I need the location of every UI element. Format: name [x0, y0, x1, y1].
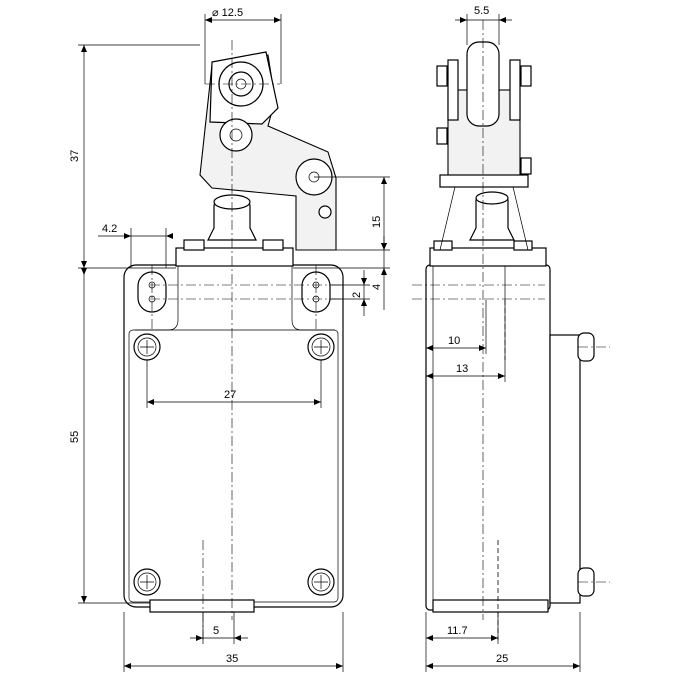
side-pin-top-left: [436, 65, 448, 87]
dim-overall-width-label: 35: [226, 653, 238, 665]
dim-body-height-lines: [78, 268, 150, 604]
side-pin-top-right: [520, 65, 532, 87]
lever-pivot-hole: [219, 118, 253, 152]
head-plate: [175, 247, 294, 267]
dim-depth-10-label: 10: [448, 335, 460, 347]
dim-overall-depth-lines: [426, 612, 581, 672]
side-lever-hub: [439, 174, 529, 188]
side-bracket-right: [509, 59, 521, 121]
side-housing: [425, 264, 551, 611]
dim-bottom-width-label: 5: [213, 625, 219, 637]
front-dimensions: ⌀ 12.5 37 55 4.2 15 4 2 27 5: [69, 7, 390, 672]
dim-overall-width-lines: [123, 612, 344, 672]
dim-roller-diameter-label: ⌀ 12.5: [212, 7, 243, 19]
side-pin-left: [436, 127, 448, 145]
side-head-screw-right: [513, 240, 533, 251]
dim-depth-10-arrows: [426, 345, 486, 351]
dim-overall-depth-label: 25: [496, 653, 508, 665]
cover-screw-bottom-right: [307, 568, 335, 596]
dim-hole-offset-lines: [98, 228, 167, 268]
dim-lever-height-label: 15: [371, 216, 383, 228]
dim-slot-length-arrows: [361, 278, 367, 306]
dim-bottom-offset-lines: [425, 612, 499, 672]
dim-right-extension-lines: [293, 176, 390, 300]
dim-hole-offset-label: 4.2: [102, 223, 117, 235]
side-head-plate: [429, 247, 547, 267]
dim-hole-spacing-label: 27: [224, 389, 236, 401]
dim-actuator-height-lines: [78, 44, 200, 269]
side-plunger-top: [475, 191, 509, 205]
dim-slot-length-label: 2: [351, 292, 363, 298]
side-view: [412, 20, 610, 640]
dim-bottom-offset-label: 11.7: [447, 625, 468, 637]
housing-body: [123, 264, 344, 608]
dim-top-offset-label: 4: [371, 284, 383, 290]
side-dimensions: 5.5 10 13 11.7 25: [425, 5, 581, 672]
side-pin-right: [520, 157, 532, 175]
head-screw-right: [262, 239, 284, 251]
dim-actuator-height-label: 37: [69, 150, 81, 162]
dim-depth-10-lines: [426, 300, 487, 354]
head-screw-left: [183, 239, 205, 251]
side-head-screw-left: [433, 240, 453, 251]
slot-centerlines: [150, 284, 340, 300]
dim-roller-diameter-lines: [204, 14, 282, 84]
dim-top-offset-arrows: [381, 243, 387, 275]
dim-depth-13-lines: [426, 335, 506, 382]
bottom-foot: [149, 599, 255, 613]
dim-hole-spacing-lines: [146, 360, 322, 408]
dim-roller-width-label: 5.5: [474, 5, 489, 17]
cover-screw-bottom-left: [133, 568, 161, 596]
side-screw-centerlines: [578, 346, 610, 583]
front-view: [123, 40, 344, 640]
side-foot: [432, 599, 549, 613]
slot-vertical-centerlines: [151, 265, 317, 330]
side-lever-legs: [439, 186, 529, 251]
side-bracket-left: [447, 59, 459, 121]
cover-screw-top-left: [133, 333, 161, 361]
side-cover: [549, 334, 581, 604]
lever-small-hole: [318, 205, 332, 219]
dim-depth-13-label: 13: [456, 363, 468, 375]
cover-screw-top-right: [307, 333, 335, 361]
side-slot-centerlines: [412, 284, 545, 300]
dim-body-height-label: 55: [69, 431, 81, 443]
